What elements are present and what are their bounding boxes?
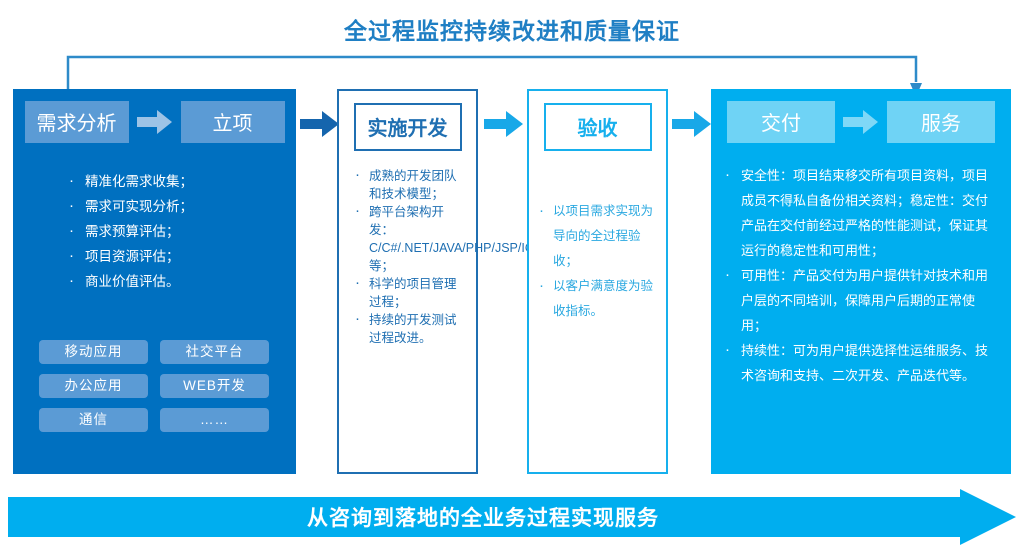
list-item: 以项目需求实现为导向的全过程验收； — [537, 198, 660, 274]
header-chip-implementation-development[interactable]: 实施开发 — [353, 103, 462, 151]
bottom-banner-arrow — [8, 489, 1016, 545]
right-arrow-icon-step-2 — [484, 111, 523, 137]
list-item: 可用性：产品交付为用户提供针对技术和用户层的不同培训，保障用户后期的正常使用； — [723, 262, 999, 338]
list-item: 需求预算评估； — [67, 218, 296, 244]
list-item: 持续的开发测试过程改进。 — [353, 310, 468, 347]
tag-web-development[interactable]: WEB开发 — [160, 374, 269, 398]
right-arrow-icon-step-3 — [672, 111, 711, 137]
list-item: 精准化需求收集； — [67, 168, 296, 194]
panel-4-bullet-list: 安全性：项目结束移交所有项目资料，项目成员不得私自备份相关资料；稳定性：交付产品… — [723, 162, 999, 388]
panel-4-header-row: 交付 服务 — [711, 89, 1011, 143]
header-chip-service[interactable]: 服务 — [887, 101, 995, 143]
list-item: 安全性：项目结束移交所有项目资料，项目成员不得私自备份相关资料；稳定性：交付产品… — [723, 162, 999, 263]
header-chip-delivery[interactable]: 交付 — [727, 101, 835, 143]
header-chip-acceptance[interactable]: 验收 — [543, 103, 652, 151]
tag-more[interactable]: …… — [160, 408, 269, 432]
panel-1-header-row: 需求分析 立项 — [13, 89, 296, 143]
panel-implementation-development: 实施开发 成熟的开发团队和技术模型； 跨平台架构开发：C/C#/.NET/JAV… — [337, 89, 589, 474]
list-item: 跨平台架构开发：C/C#/.NET/JAVA/PHP/JSP/IOS/Andro… — [353, 202, 589, 275]
page-title: 全过程监控持续改进和质量保证 — [344, 18, 680, 44]
header-chip-requirement-analysis[interactable]: 需求分析 — [24, 101, 129, 143]
right-arrow-icon-step-1 — [300, 111, 339, 137]
tag-office-app[interactable]: 办公应用 — [39, 374, 148, 398]
panel-3-bullet-list: 以项目需求实现为导向的全过程验收； 以客户满意度为验收指标。 — [537, 198, 660, 324]
list-item: 商业价值评估。 — [67, 268, 296, 294]
panel-2-bullet-list: 成熟的开发团队和技术模型； 跨平台架构开发：C/C#/.NET/JAVA/PHP… — [353, 166, 589, 347]
right-arrow-icon — [136, 110, 172, 134]
list-item: 需求可实现分析； — [67, 193, 296, 219]
panel-1-tag-group: 移动应用 社交平台 办公应用 WEB开发 通信 …… — [39, 340, 269, 432]
list-item: 持续性：可为用户提供选择性运维服务、技术咨询和支持、二次开发、产品迭代等。 — [723, 337, 999, 388]
list-item: 项目资源评估； — [67, 243, 296, 269]
list-item: 成熟的开发团队和技术模型； — [353, 166, 468, 203]
right-arrow-icon — [843, 110, 878, 134]
panel-delivery-service: 交付 服务 安全性：项目结束移交所有项目资料，项目成员不得私自备份相关资料；稳定… — [711, 89, 1011, 474]
panel-1-bullet-list: 精准化需求收集； 需求可实现分析； 需求预算评估； 项目资源评估； 商业价值评估… — [67, 168, 296, 294]
tag-mobile-app[interactable]: 移动应用 — [39, 340, 148, 364]
panel-acceptance: 验收 以项目需求实现为导向的全过程验收； 以客户满意度为验收指标。 — [527, 89, 668, 474]
list-item: 以客户满意度为验收指标。 — [537, 273, 660, 324]
tag-communication[interactable]: 通信 — [39, 408, 148, 432]
panel-requirement-analysis: 需求分析 立项 精准化需求收集； 需求可实现分析； 需求预算评估； 项目资源评估… — [13, 89, 296, 474]
tag-social-platform[interactable]: 社交平台 — [160, 340, 269, 364]
header-chip-project-initiation[interactable]: 立项 — [180, 101, 285, 143]
list-item: 科学的项目管理过程； — [353, 274, 468, 311]
